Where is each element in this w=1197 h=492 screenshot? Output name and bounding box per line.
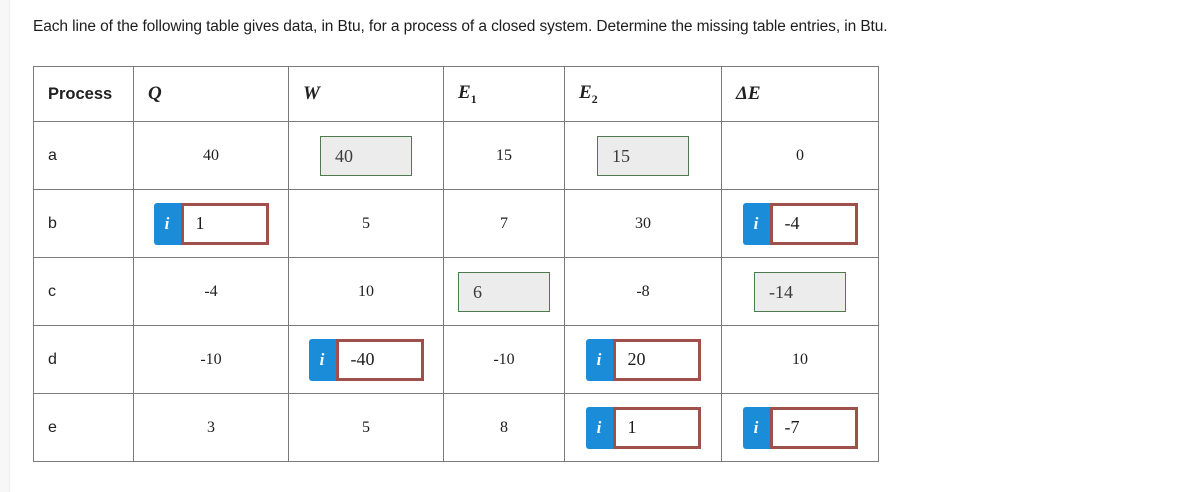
- cell-b-e2-value: 30: [564, 189, 722, 258]
- cell-c-w-value: 10: [288, 257, 444, 326]
- cell-b-e1-value: 7: [443, 189, 565, 258]
- cell-c-delta-e: -14: [721, 257, 879, 326]
- cell-a-e2: 15: [564, 121, 722, 190]
- header-label-process: Process: [48, 84, 113, 103]
- process-data-table: Process Q W E1 E2 ΔE: [33, 66, 879, 462]
- column-header-process: Process: [33, 66, 134, 122]
- cell-d-delta-e-value: 10: [721, 325, 879, 394]
- cell-a-e1-value: 15: [443, 121, 565, 190]
- header-label-w: W: [303, 83, 320, 104]
- column-header-q: Q: [133, 66, 289, 122]
- data-table-container: Process Q W E1 E2 ΔE: [33, 66, 879, 462]
- cell-d-e1-value: -10: [443, 325, 565, 394]
- cell-b-q-input[interactable]: 1: [180, 202, 269, 245]
- row-label-d: d: [33, 325, 134, 394]
- header-label-e1: E1: [458, 81, 477, 106]
- row-label-e: e: [33, 393, 134, 462]
- cell-e-delta-e-info-icon[interactable]: i: [742, 406, 770, 449]
- cell-d-w-input-group: i-40: [308, 338, 424, 381]
- cell-d-q-value: -10: [133, 325, 289, 394]
- cell-d-e2-input[interactable]: 20: [612, 338, 701, 381]
- cell-a-w: 40: [288, 121, 444, 190]
- question-prompt: Each line of the following table gives d…: [33, 18, 888, 35]
- row-label-c: c: [33, 257, 134, 326]
- header-e2-subscript: 2: [591, 92, 598, 106]
- column-header-e2: E2: [564, 66, 722, 122]
- cell-d-e2-info-icon[interactable]: i: [585, 338, 613, 381]
- cell-a-q-value: 40: [133, 121, 289, 190]
- cell-e-q-value: 3: [133, 393, 289, 462]
- cell-d-w: i-40: [288, 325, 444, 394]
- header-label-q: Q: [148, 83, 162, 104]
- cell-e-e2-input[interactable]: 1: [612, 406, 701, 449]
- header-label-e2: E2: [579, 81, 598, 106]
- table-header-row: Process Q W E1 E2 ΔE: [33, 66, 879, 122]
- cell-e-e2-info-icon[interactable]: i: [585, 406, 613, 449]
- column-header-delta-e: ΔE: [721, 66, 879, 122]
- cell-e-delta-e-input-group: i-7: [742, 406, 858, 449]
- header-e-glyph: E: [458, 81, 471, 103]
- cell-d-w-input[interactable]: -40: [335, 338, 424, 381]
- cell-b-q-info-icon[interactable]: i: [153, 202, 181, 245]
- cell-c-e1: 6: [443, 257, 565, 326]
- cell-b-delta-e: i-4: [721, 189, 879, 258]
- cell-b-delta-e-info-icon[interactable]: i: [742, 202, 770, 245]
- cell-b-w-value: 5: [288, 189, 444, 258]
- cell-e-delta-e: i-7: [721, 393, 879, 462]
- cell-c-delta-e-readonly-box: -14: [754, 271, 846, 312]
- column-header-w: W: [288, 66, 444, 122]
- cell-e-e1-value: 8: [443, 393, 565, 462]
- header-e1-subscript: 1: [470, 92, 477, 106]
- column-header-e1: E1: [443, 66, 565, 122]
- cell-c-q-value: -4: [133, 257, 289, 326]
- cell-b-delta-e-input-group: i-4: [742, 202, 858, 245]
- cell-c-e1-readonly-box: 6: [458, 271, 550, 312]
- page-left-gutter: [0, 0, 10, 492]
- cell-e-delta-e-input[interactable]: -7: [769, 406, 858, 449]
- cell-c-e2-value: -8: [564, 257, 722, 326]
- header-e-glyph: E: [579, 81, 592, 103]
- cell-a-w-readonly-box: 40: [320, 135, 412, 176]
- cell-e-w-value: 5: [288, 393, 444, 462]
- header-label-delta-e: ΔE: [736, 83, 761, 104]
- row-label-b: b: [33, 189, 134, 258]
- cell-d-w-info-icon[interactable]: i: [308, 338, 336, 381]
- cell-a-delta-e-value: 0: [721, 121, 879, 190]
- row-label-a: a: [33, 121, 134, 190]
- cell-a-e2-readonly-box: 15: [597, 135, 689, 176]
- cell-b-delta-e-input[interactable]: -4: [769, 202, 858, 245]
